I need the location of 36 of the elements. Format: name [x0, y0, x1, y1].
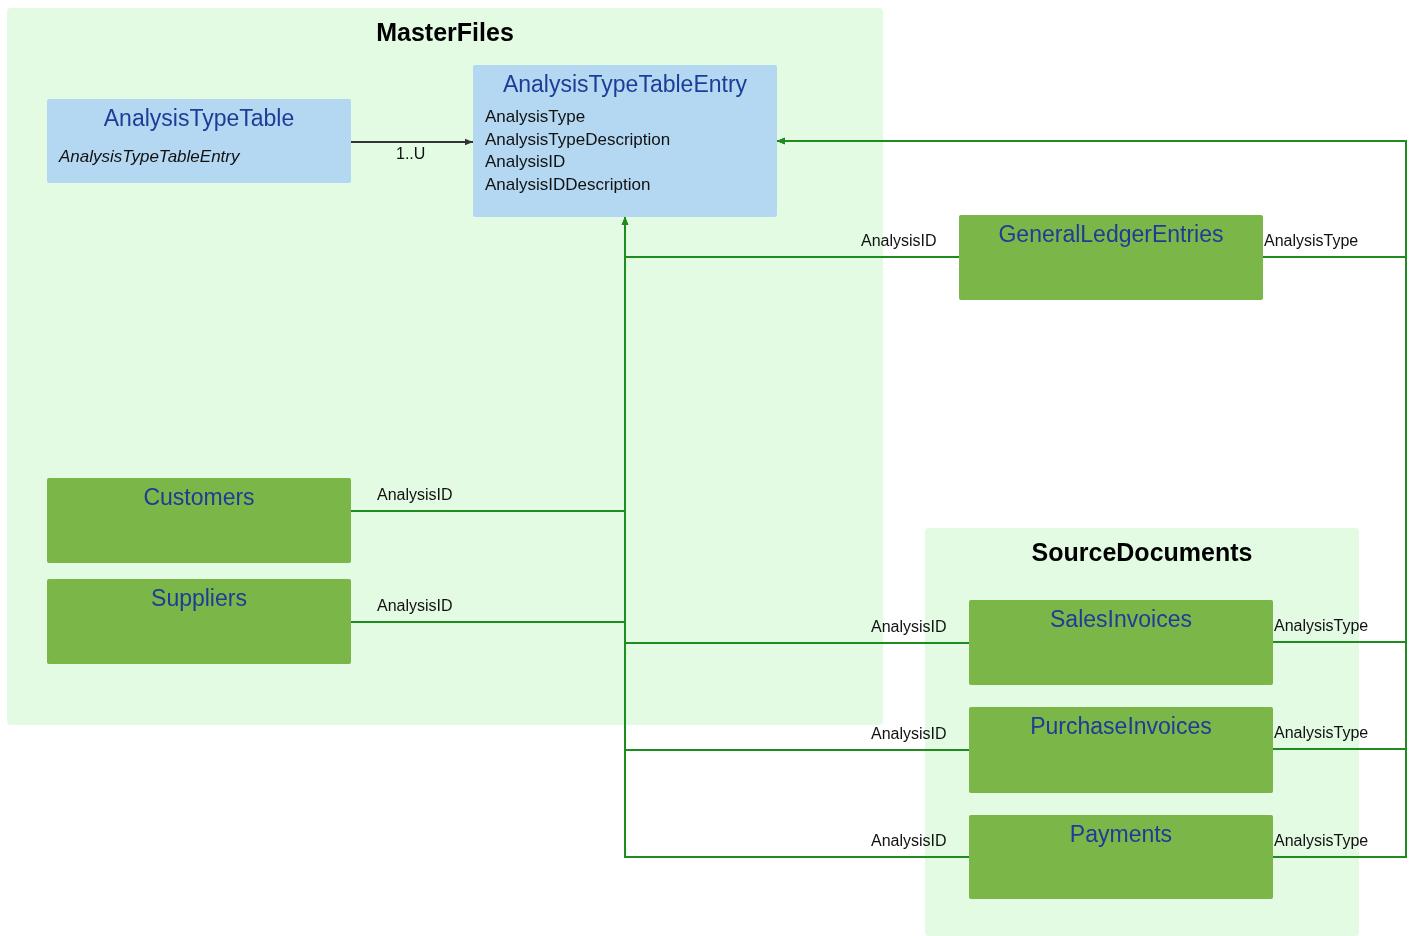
entity-name: SalesInvoices [1049, 606, 1193, 633]
edge-label: AnalysisID [377, 597, 453, 615]
edge-label: AnalysisID [871, 725, 947, 743]
edge-label: AnalysisID [377, 486, 453, 504]
entity-box [969, 600, 1273, 685]
entity-name: Payments [1068, 821, 1174, 848]
attribute-name: AnalysisTypeDescription [485, 128, 672, 151]
entity-name: PurchaseInvoices [1029, 713, 1213, 740]
edge-label: AnalysisID [871, 618, 947, 636]
entity-box [969, 815, 1273, 899]
edge-label: AnalysisType [1274, 832, 1369, 850]
class-box [47, 99, 351, 183]
edge-label: 1..U [396, 145, 426, 163]
class-box [473, 65, 777, 217]
edge-label: AnalysisType [1264, 232, 1359, 250]
attribute-name: AnalysisIDDescription [485, 173, 652, 196]
entity-name: GeneralLedgerEntries [997, 221, 1225, 248]
edge-label: AnalysisType [1274, 724, 1369, 742]
class-name: AnalysisTypeTableEntry [501, 71, 749, 98]
entity-box [47, 579, 351, 664]
group-title: SourceDocuments [1030, 538, 1254, 567]
edge-label: AnalysisType [1274, 617, 1369, 635]
entity-box [959, 215, 1263, 300]
entity-box [47, 478, 351, 563]
attribute-name: AnalysisID [485, 151, 567, 173]
class-name: AnalysisTypeTable [102, 105, 296, 132]
entity-name: Customers [142, 484, 256, 511]
connector-arrow [350, 138, 474, 146]
edge-label: AnalysisID [871, 832, 947, 850]
group-title: MasterFiles [375, 18, 515, 47]
field-type: AnalysisTypeTableEntry [59, 146, 241, 168]
entity-name: Suppliers [150, 585, 248, 612]
attribute-name: AnalysisType [485, 106, 587, 128]
entity-box [969, 707, 1273, 793]
connector-arrow [621, 216, 970, 858]
edge-label: AnalysisID [861, 232, 937, 250]
